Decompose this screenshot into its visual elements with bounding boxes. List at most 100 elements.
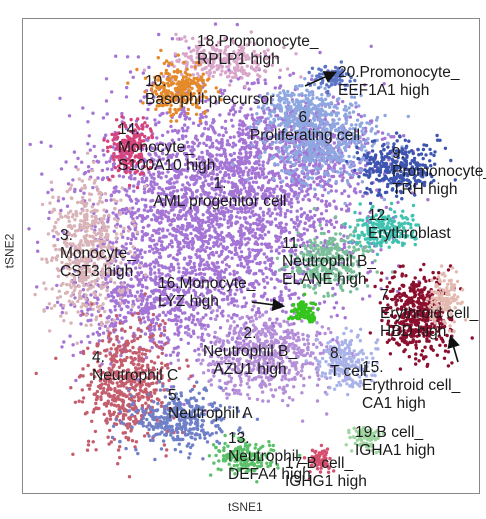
data-point xyxy=(187,317,191,322)
data-point xyxy=(271,272,275,276)
data-point xyxy=(303,77,307,81)
data-point xyxy=(265,275,269,280)
data-point xyxy=(288,200,292,204)
data-point xyxy=(161,310,165,315)
data-point xyxy=(289,218,294,222)
data-point xyxy=(243,237,247,241)
data-point xyxy=(223,154,228,159)
data-point xyxy=(271,393,275,398)
data-point xyxy=(347,154,351,159)
data-point xyxy=(147,65,151,70)
data-point xyxy=(308,209,312,214)
data-point xyxy=(273,286,277,290)
data-point xyxy=(320,164,324,168)
data-point xyxy=(161,229,165,233)
data-point xyxy=(166,228,170,232)
data-point xyxy=(201,338,206,343)
data-point xyxy=(232,169,236,173)
data-point xyxy=(185,140,189,144)
data-point xyxy=(184,217,188,221)
data-point xyxy=(179,230,183,235)
data-point xyxy=(232,269,236,273)
data-point xyxy=(303,93,308,98)
data-point xyxy=(250,113,254,117)
data-point xyxy=(79,340,84,344)
data-point xyxy=(258,206,263,211)
data-point xyxy=(239,157,244,161)
data-point xyxy=(290,364,294,368)
data-point xyxy=(215,314,219,318)
data-point xyxy=(179,324,183,328)
data-point xyxy=(261,184,265,188)
data-point xyxy=(195,249,199,253)
data-point xyxy=(268,318,272,322)
data-point xyxy=(119,198,123,202)
data-point xyxy=(297,93,302,97)
data-point xyxy=(318,175,323,179)
data-point xyxy=(130,167,134,172)
data-point xyxy=(328,143,332,148)
data-point xyxy=(203,304,207,308)
data-point xyxy=(224,263,229,267)
data-point xyxy=(194,180,198,185)
data-point xyxy=(283,116,287,120)
data-point xyxy=(296,194,301,198)
data-point xyxy=(163,247,167,251)
data-point xyxy=(302,383,306,388)
data-point xyxy=(313,187,317,191)
data-point xyxy=(181,129,186,133)
data-point xyxy=(230,300,234,304)
data-point xyxy=(89,293,93,297)
data-point xyxy=(237,123,242,127)
data-point xyxy=(246,393,250,397)
data-point xyxy=(287,331,291,335)
data-point xyxy=(210,141,215,145)
data-point xyxy=(141,71,145,75)
data-point xyxy=(247,186,252,190)
data-point xyxy=(255,112,259,116)
data-point xyxy=(251,319,255,323)
data-point xyxy=(288,160,293,164)
data-point xyxy=(341,306,345,310)
data-point xyxy=(157,327,162,331)
data-point xyxy=(190,299,194,303)
data-point xyxy=(59,208,63,213)
data-point xyxy=(329,160,333,164)
data-point xyxy=(79,322,83,326)
data-point xyxy=(269,146,274,151)
data-point xyxy=(176,158,181,162)
data-point xyxy=(73,296,77,300)
data-point xyxy=(313,144,317,148)
data-point xyxy=(200,332,205,336)
data-point xyxy=(174,346,179,350)
data-point xyxy=(204,120,208,125)
data-point xyxy=(219,242,223,246)
data-point xyxy=(124,319,128,323)
data-point xyxy=(182,245,186,249)
data-point xyxy=(320,199,324,203)
data-point xyxy=(284,113,288,117)
data-point xyxy=(240,210,244,214)
data-point xyxy=(152,186,156,190)
data-point xyxy=(176,358,181,362)
data-point xyxy=(295,339,299,343)
data-point xyxy=(211,244,216,248)
data-point xyxy=(36,249,40,253)
data-point xyxy=(258,227,263,231)
data-point xyxy=(238,148,242,152)
data-point xyxy=(369,44,373,48)
data-point xyxy=(301,99,305,103)
data-point xyxy=(336,158,340,162)
data-point xyxy=(263,285,267,290)
data-point xyxy=(192,261,196,266)
data-point xyxy=(275,212,279,216)
data-point xyxy=(232,157,237,162)
data-point xyxy=(219,238,223,242)
data-point xyxy=(298,220,303,224)
data-point xyxy=(229,118,234,123)
data-point xyxy=(269,269,274,273)
data-point xyxy=(280,398,285,403)
data-point xyxy=(282,319,286,323)
data-point xyxy=(64,160,68,164)
